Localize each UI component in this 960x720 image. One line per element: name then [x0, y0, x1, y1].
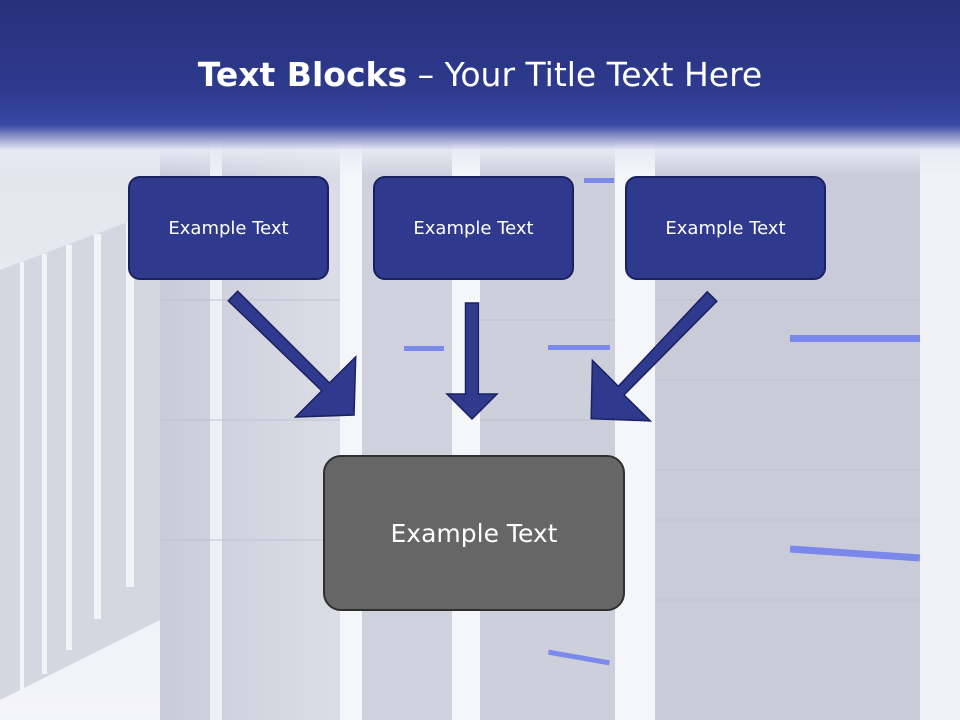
- title-rest: Your Title Text Here: [444, 55, 763, 94]
- title-separator: –: [407, 55, 445, 94]
- text-block-1[interactable]: Example Text: [128, 176, 329, 280]
- text-block-2-label: Example Text: [413, 217, 534, 239]
- title-bold-part: Text Blocks: [197, 55, 408, 94]
- main-text-block[interactable]: Example Text: [323, 455, 625, 611]
- main-text-block-label: Example Text: [390, 518, 558, 548]
- text-block-2[interactable]: Example Text: [373, 176, 574, 280]
- text-block-3-label: Example Text: [665, 217, 786, 239]
- slide-title: Text Blocks – Your Title Text Here: [0, 50, 960, 100]
- text-block-1-label: Example Text: [168, 217, 289, 239]
- title-header-band: [0, 0, 960, 175]
- text-block-3[interactable]: Example Text: [625, 176, 826, 280]
